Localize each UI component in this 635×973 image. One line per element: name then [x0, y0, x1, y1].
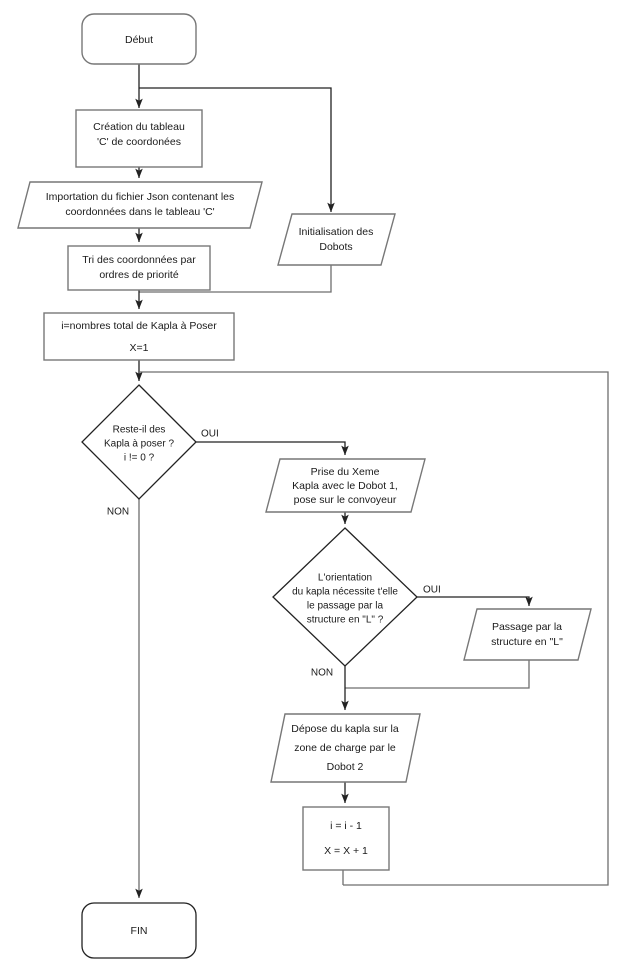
decision-orientation-line3: le passage par la: [307, 601, 384, 612]
edge-label-reste-kapla-non: NON: [107, 507, 129, 518]
initialisation-dobots-line1: Initialisation des: [299, 226, 374, 238]
depose-kapla-line3: Dobot 2: [327, 761, 364, 773]
decision-reste-kapla-line1: Reste-il des: [113, 425, 166, 436]
node-decision-orientation[interactable]: L'orientation du kapla nécessite t'elle …: [272, 527, 418, 667]
depose-kapla-line2: zone de charge par le: [294, 742, 396, 754]
importation-json-shape: [17, 181, 263, 229]
decision-orientation-line2: du kapla nécessite t'elle: [292, 587, 398, 598]
importation-json-line1: Importation du fichier Json contenant le…: [46, 191, 235, 203]
creation-tableau-line1: Création du tableau: [93, 121, 185, 133]
maj-compteurs-shape: [302, 806, 390, 871]
node-start[interactable]: Début: [81, 13, 197, 65]
initialisation-dobots-line2: Dobots: [319, 241, 352, 253]
connector-decision2-oui-to-passage: [417, 596, 533, 607]
node-passage-structure-l[interactable]: Passage par la structure en "L": [463, 608, 592, 661]
prise-kapla-line1: Prise du Xeme: [311, 466, 380, 478]
creation-tableau-shape: [75, 109, 203, 168]
node-importation-json[interactable]: Importation du fichier Json contenant le…: [17, 181, 263, 229]
node-init-compteurs[interactable]: i=nombres total de Kapla à Poser X=1: [43, 312, 235, 361]
importation-json-line2: coordonnées dans le tableau 'C': [65, 206, 214, 218]
maj-compteurs-line1: i = i - 1: [330, 820, 362, 832]
init-compteurs-shape: [43, 312, 235, 361]
tri-coordonnees-line1: Tri des coordonnées par: [82, 254, 196, 266]
node-initialisation-dobots[interactable]: Initialisation des Dobots: [277, 213, 396, 266]
decision-reste-kapla-shape: [81, 384, 197, 500]
start-label: Début: [125, 34, 153, 46]
decision-orientation-line1: L'orientation: [318, 573, 372, 584]
prise-kapla-shape: [265, 458, 426, 513]
connector-start-to-initialisation: [139, 87, 335, 213]
passage-structure-l-shape: [463, 608, 592, 661]
decision-orientation-shape: [272, 527, 418, 667]
end-label: FIN: [131, 925, 148, 937]
creation-tableau-line2: 'C' de coordonées: [97, 136, 181, 148]
node-tri-coordonnees[interactable]: Tri des coordonnées par ordres de priori…: [67, 245, 211, 291]
start-terminator-shape: [81, 13, 197, 65]
node-depose-kapla[interactable]: Dépose du kapla sur la zone de charge pa…: [270, 713, 421, 783]
initialisation-dobots-shape: [277, 213, 396, 266]
connector-initialisation-to-main-axis: [139, 265, 332, 293]
end-terminator-shape: [81, 902, 197, 959]
decision-reste-kapla-line2: Kapla à poser ?: [104, 439, 174, 450]
connector-passage-to-depose-line: [345, 660, 530, 689]
prise-kapla-line3: pose sur le convoyeur: [294, 494, 397, 506]
init-compteurs-line2: X=1: [130, 342, 149, 354]
passage-structure-l-line1: Passage par la: [492, 621, 562, 633]
edge-label-reste-kapla-oui: OUI: [201, 429, 219, 440]
node-end[interactable]: FIN: [81, 902, 197, 959]
init-compteurs-line1: i=nombres total de Kapla à Poser: [61, 320, 217, 332]
tri-coordonnees-shape: [67, 245, 211, 291]
node-creation-tableau[interactable]: Création du tableau 'C' de coordonées: [75, 109, 203, 168]
depose-kapla-line1: Dépose du kapla sur la: [291, 723, 399, 735]
connector-decision1-oui-to-prise: [196, 441, 349, 456]
edge-label-orientation-oui: OUI: [423, 585, 441, 596]
maj-compteurs-line2: X = X + 1: [324, 845, 368, 857]
node-maj-compteurs[interactable]: i = i - 1 X = X + 1: [302, 806, 390, 871]
decision-orientation-line4: structure en "L" ?: [307, 615, 384, 626]
node-decision-reste-kapla[interactable]: Reste-il des Kapla à poser ? i != 0 ?: [81, 384, 197, 500]
tri-coordonnees-line2: ordres de priorité: [99, 269, 179, 281]
passage-structure-l-line2: structure en "L": [491, 636, 563, 648]
decision-reste-kapla-line3: i != 0 ?: [124, 453, 155, 464]
connector-loopback-to-decision1: [139, 371, 609, 886]
node-prise-kapla[interactable]: Prise du Xeme Kapla avec le Dobot 1, pos…: [265, 458, 426, 513]
prise-kapla-line2: Kapla avec le Dobot 1,: [292, 480, 398, 492]
edge-label-orientation-non: NON: [311, 668, 333, 679]
depose-kapla-shape: [270, 713, 421, 783]
